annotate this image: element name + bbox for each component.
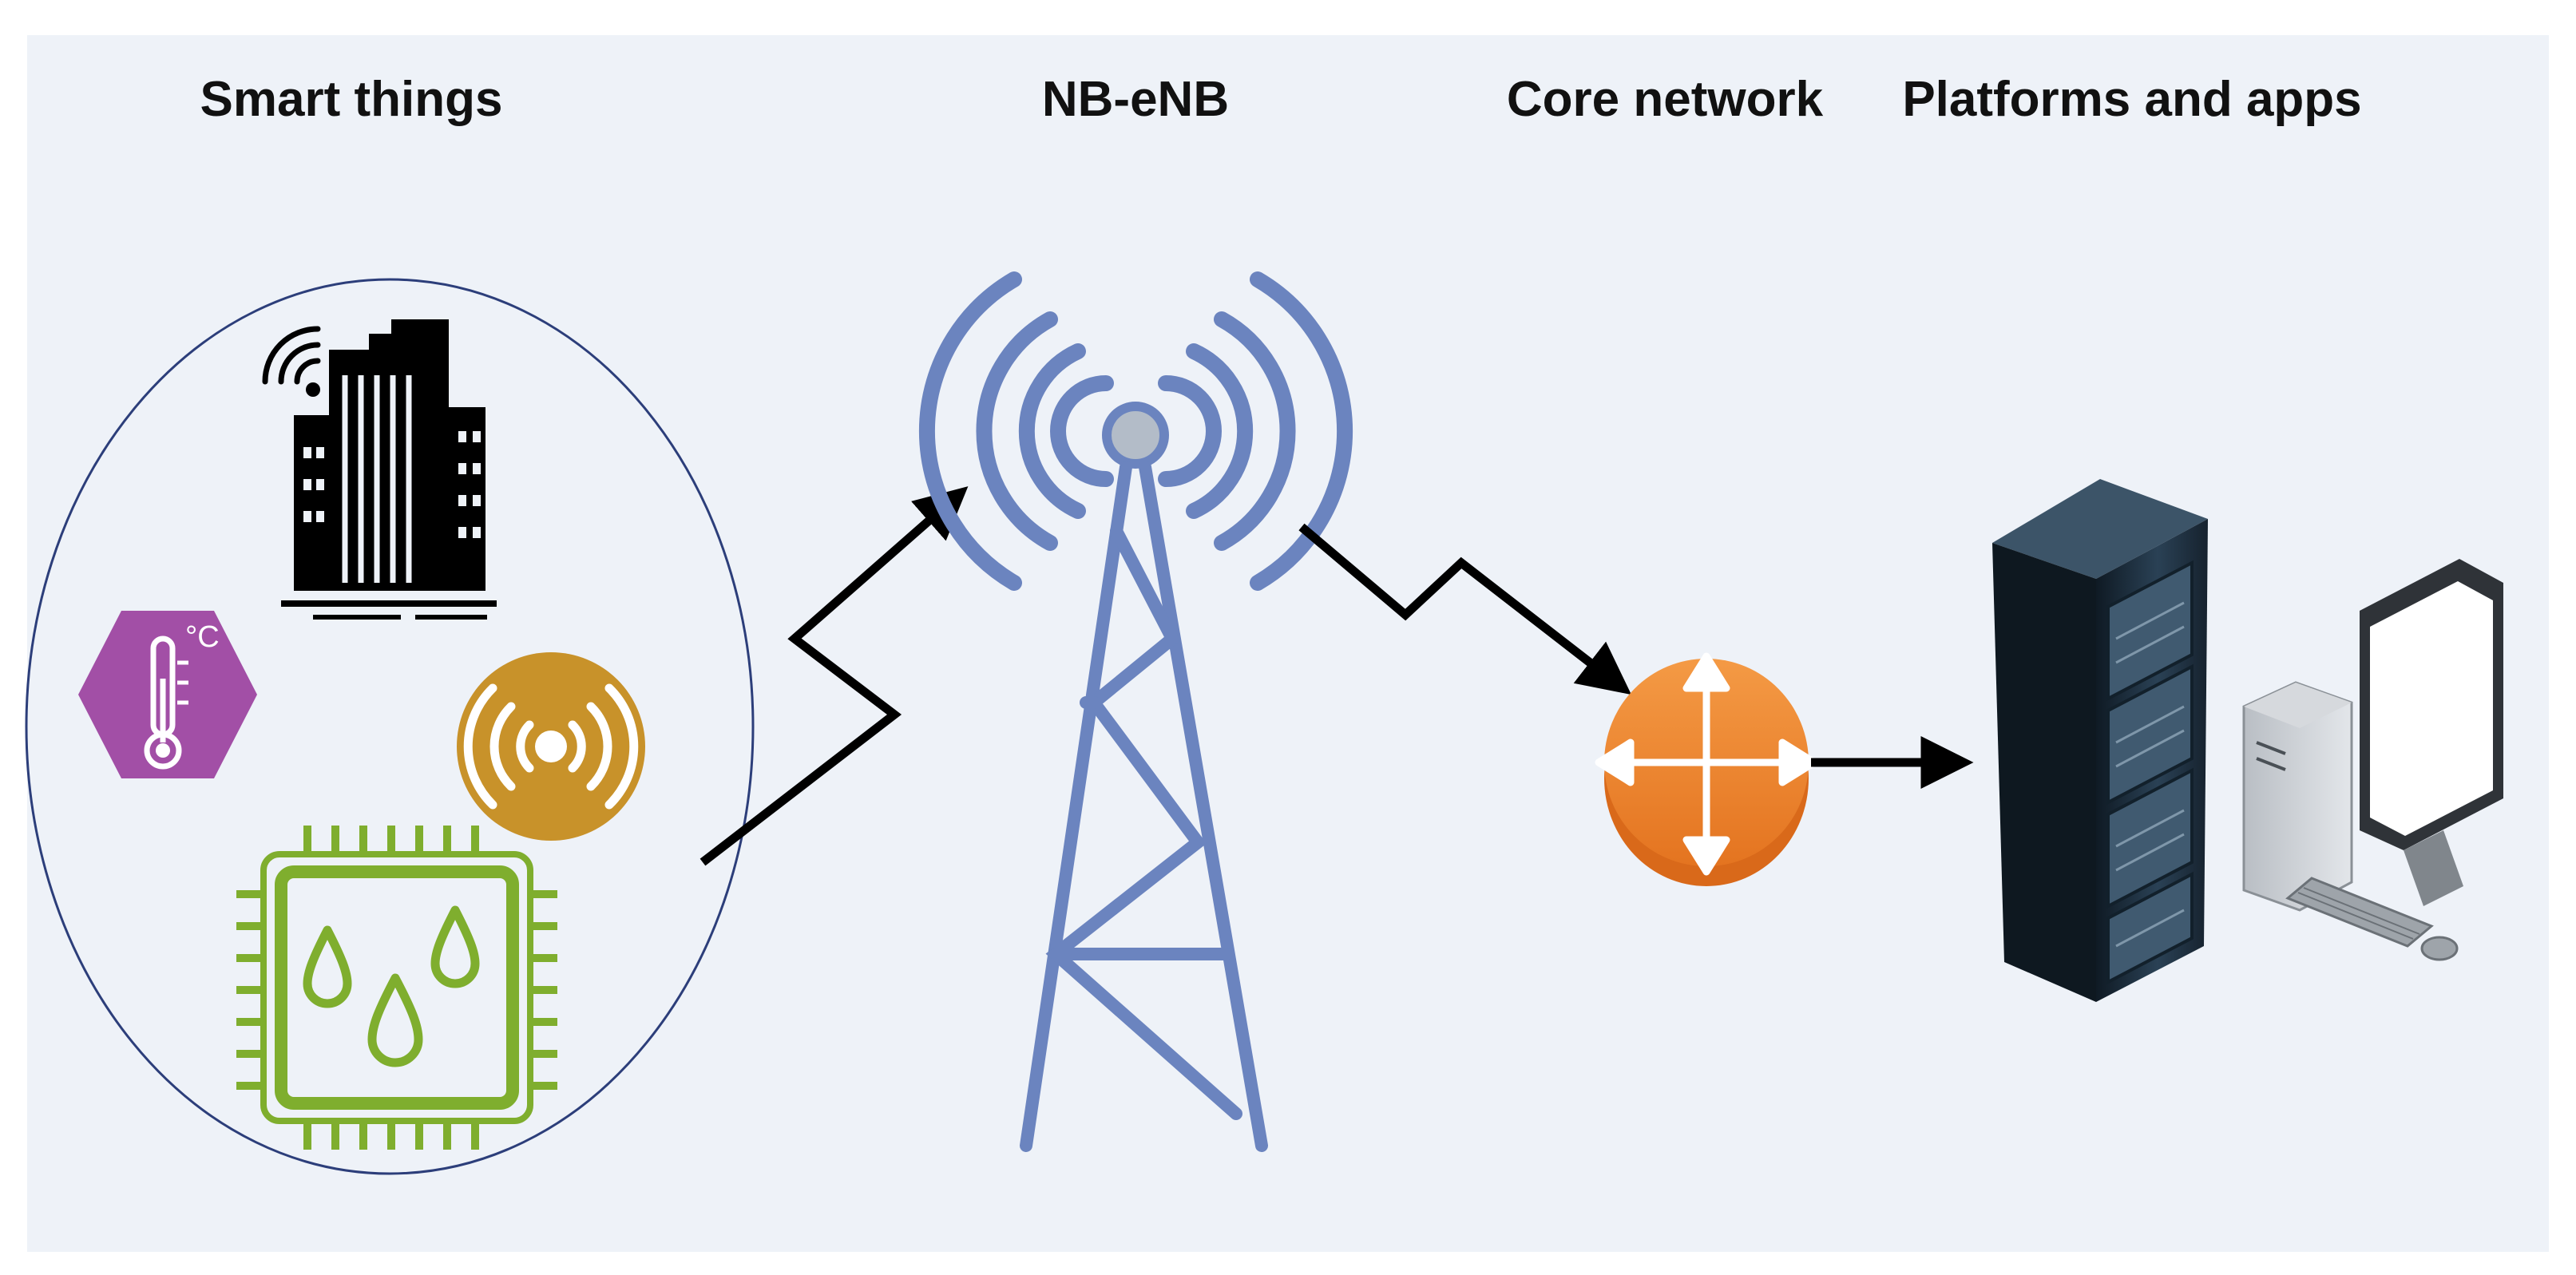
label-smart-things: Smart things <box>200 72 503 127</box>
smart-building-icon <box>262 319 497 620</box>
label-platforms-apps: Platforms and apps <box>1902 72 2361 127</box>
label-core-network: Core network <box>1507 72 1824 127</box>
link-enb-to-core <box>1298 523 1632 695</box>
cell-tower-icon <box>918 271 1353 1152</box>
server-rack-icon <box>1992 479 2208 1002</box>
router-icon <box>1595 652 1818 886</box>
svg-text:°C: °C <box>185 620 220 654</box>
label-nb-enb: NB-eNB <box>1042 72 1229 127</box>
link-things-to-enb <box>699 486 969 866</box>
wireless-signal-icon <box>457 652 645 841</box>
humidity-chip-icon <box>236 826 557 1150</box>
thermometer-sensor-icon: °C <box>78 611 257 778</box>
smart-things-group-ellipse <box>25 278 755 1175</box>
desktop-computer-icon <box>2242 559 2503 961</box>
